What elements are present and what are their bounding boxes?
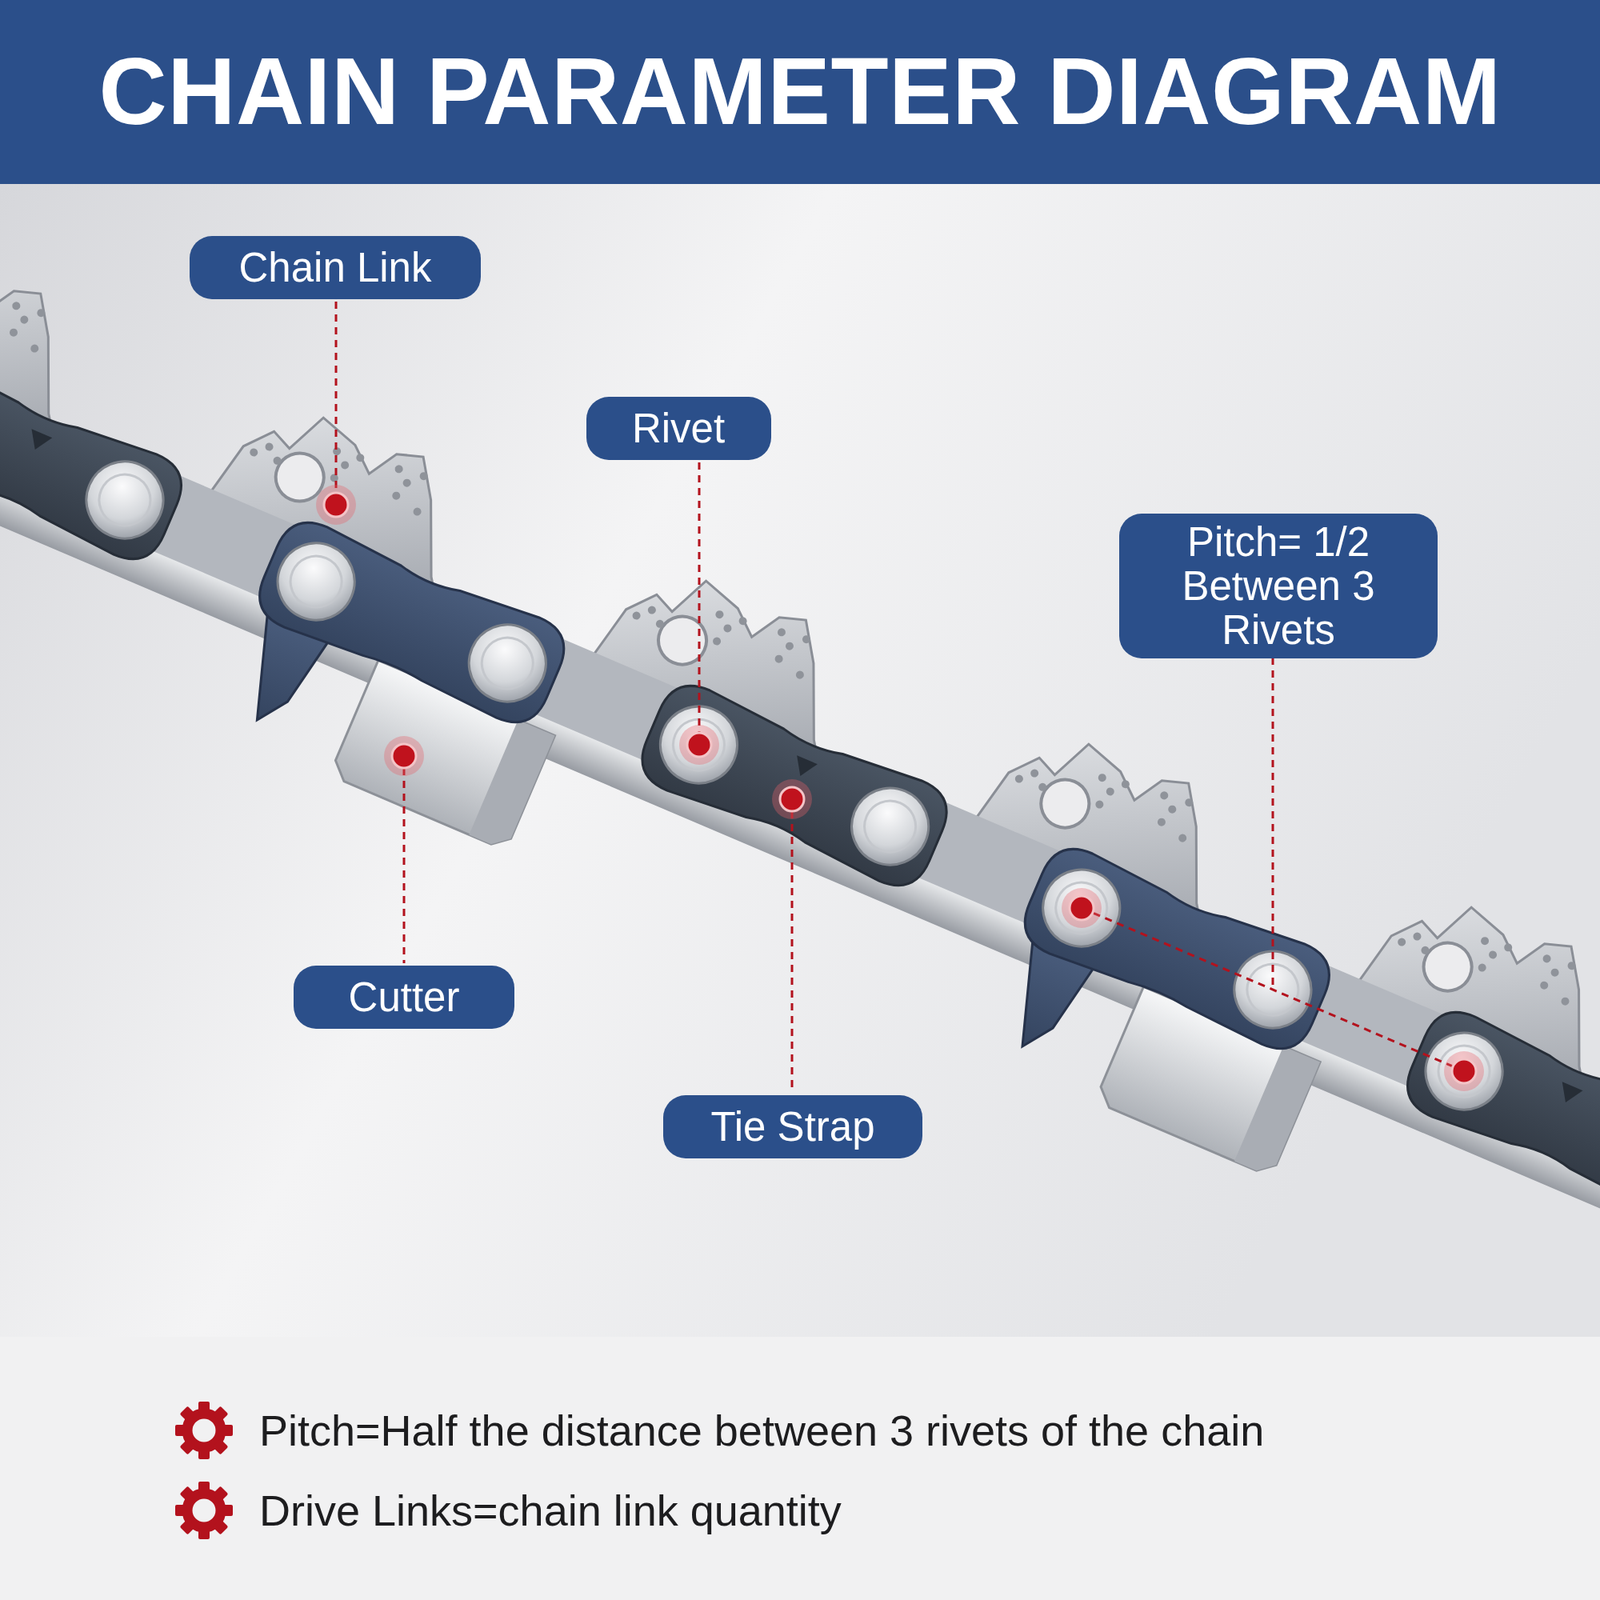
rivet-head	[456, 612, 558, 714]
rivet-head	[1031, 857, 1132, 959]
note-text: Drive Links=chain link quantity	[259, 1484, 842, 1537]
title-band: CHAIN PARAMETER DIAGRAM	[0, 0, 1600, 184]
background	[0, 184, 1600, 1337]
tie-strap-plate	[1396, 1001, 1600, 1223]
title-band	[0, 0, 1600, 184]
callout-label: Tie Strap	[710, 1104, 875, 1149]
leader-line	[791, 811, 794, 1093]
dot-halo	[384, 736, 424, 776]
callout-box: Chain Link	[189, 236, 481, 300]
note-text: Pitch=Half the distance between 3 rivets…	[259, 1404, 1264, 1457]
leader-line	[335, 301, 338, 493]
callout-label: Chain Link	[239, 245, 432, 290]
rivet-head	[1413, 1020, 1515, 1122]
dot-halo	[772, 779, 812, 820]
callout-dot	[780, 787, 804, 812]
callout-box: Pitch= 1/2 Between 3 Rivets	[1119, 513, 1438, 659]
dot-halo	[316, 484, 356, 525]
callout-dot	[324, 492, 348, 517]
dot-halo	[679, 724, 720, 765]
gear-icon	[175, 1401, 233, 1460]
notes-panel	[0, 1336, 1600, 1600]
rivet-head	[74, 449, 176, 551]
callout-label: Rivet	[632, 406, 725, 451]
tie-strap-plate	[632, 675, 958, 896]
leader-line	[403, 768, 406, 964]
tie-strap-plate	[0, 348, 192, 570]
callout-label: Cutter	[348, 975, 460, 1020]
leader-line	[698, 462, 701, 733]
callout-dot	[687, 732, 712, 757]
pitch-line	[1081, 908, 1464, 1072]
dot-halo	[1444, 1051, 1484, 1092]
diagram-title: CHAIN PARAMETER DIAGRAM	[98, 40, 1501, 144]
callout-dot	[1452, 1059, 1476, 1084]
callout-box: Tie Strap	[663, 1095, 923, 1159]
callout-box: Rivet	[586, 396, 772, 460]
callout-dot	[1069, 896, 1094, 920]
drive-link-tangs	[0, 344, 1600, 1446]
gear-icon	[175, 1481, 233, 1540]
callout-dot	[392, 744, 416, 768]
dot-halo	[1061, 888, 1102, 928]
rivet-head	[840, 776, 941, 877]
rivet-head	[265, 531, 367, 632]
callout-label: Pitch= 1/2 Between 3 Rivets	[1158, 520, 1399, 652]
leader-line	[1272, 657, 1275, 990]
saw-chain	[0, 97, 1600, 1538]
cutter-plate	[248, 512, 575, 733]
callout-box: Cutter	[293, 965, 515, 1029]
